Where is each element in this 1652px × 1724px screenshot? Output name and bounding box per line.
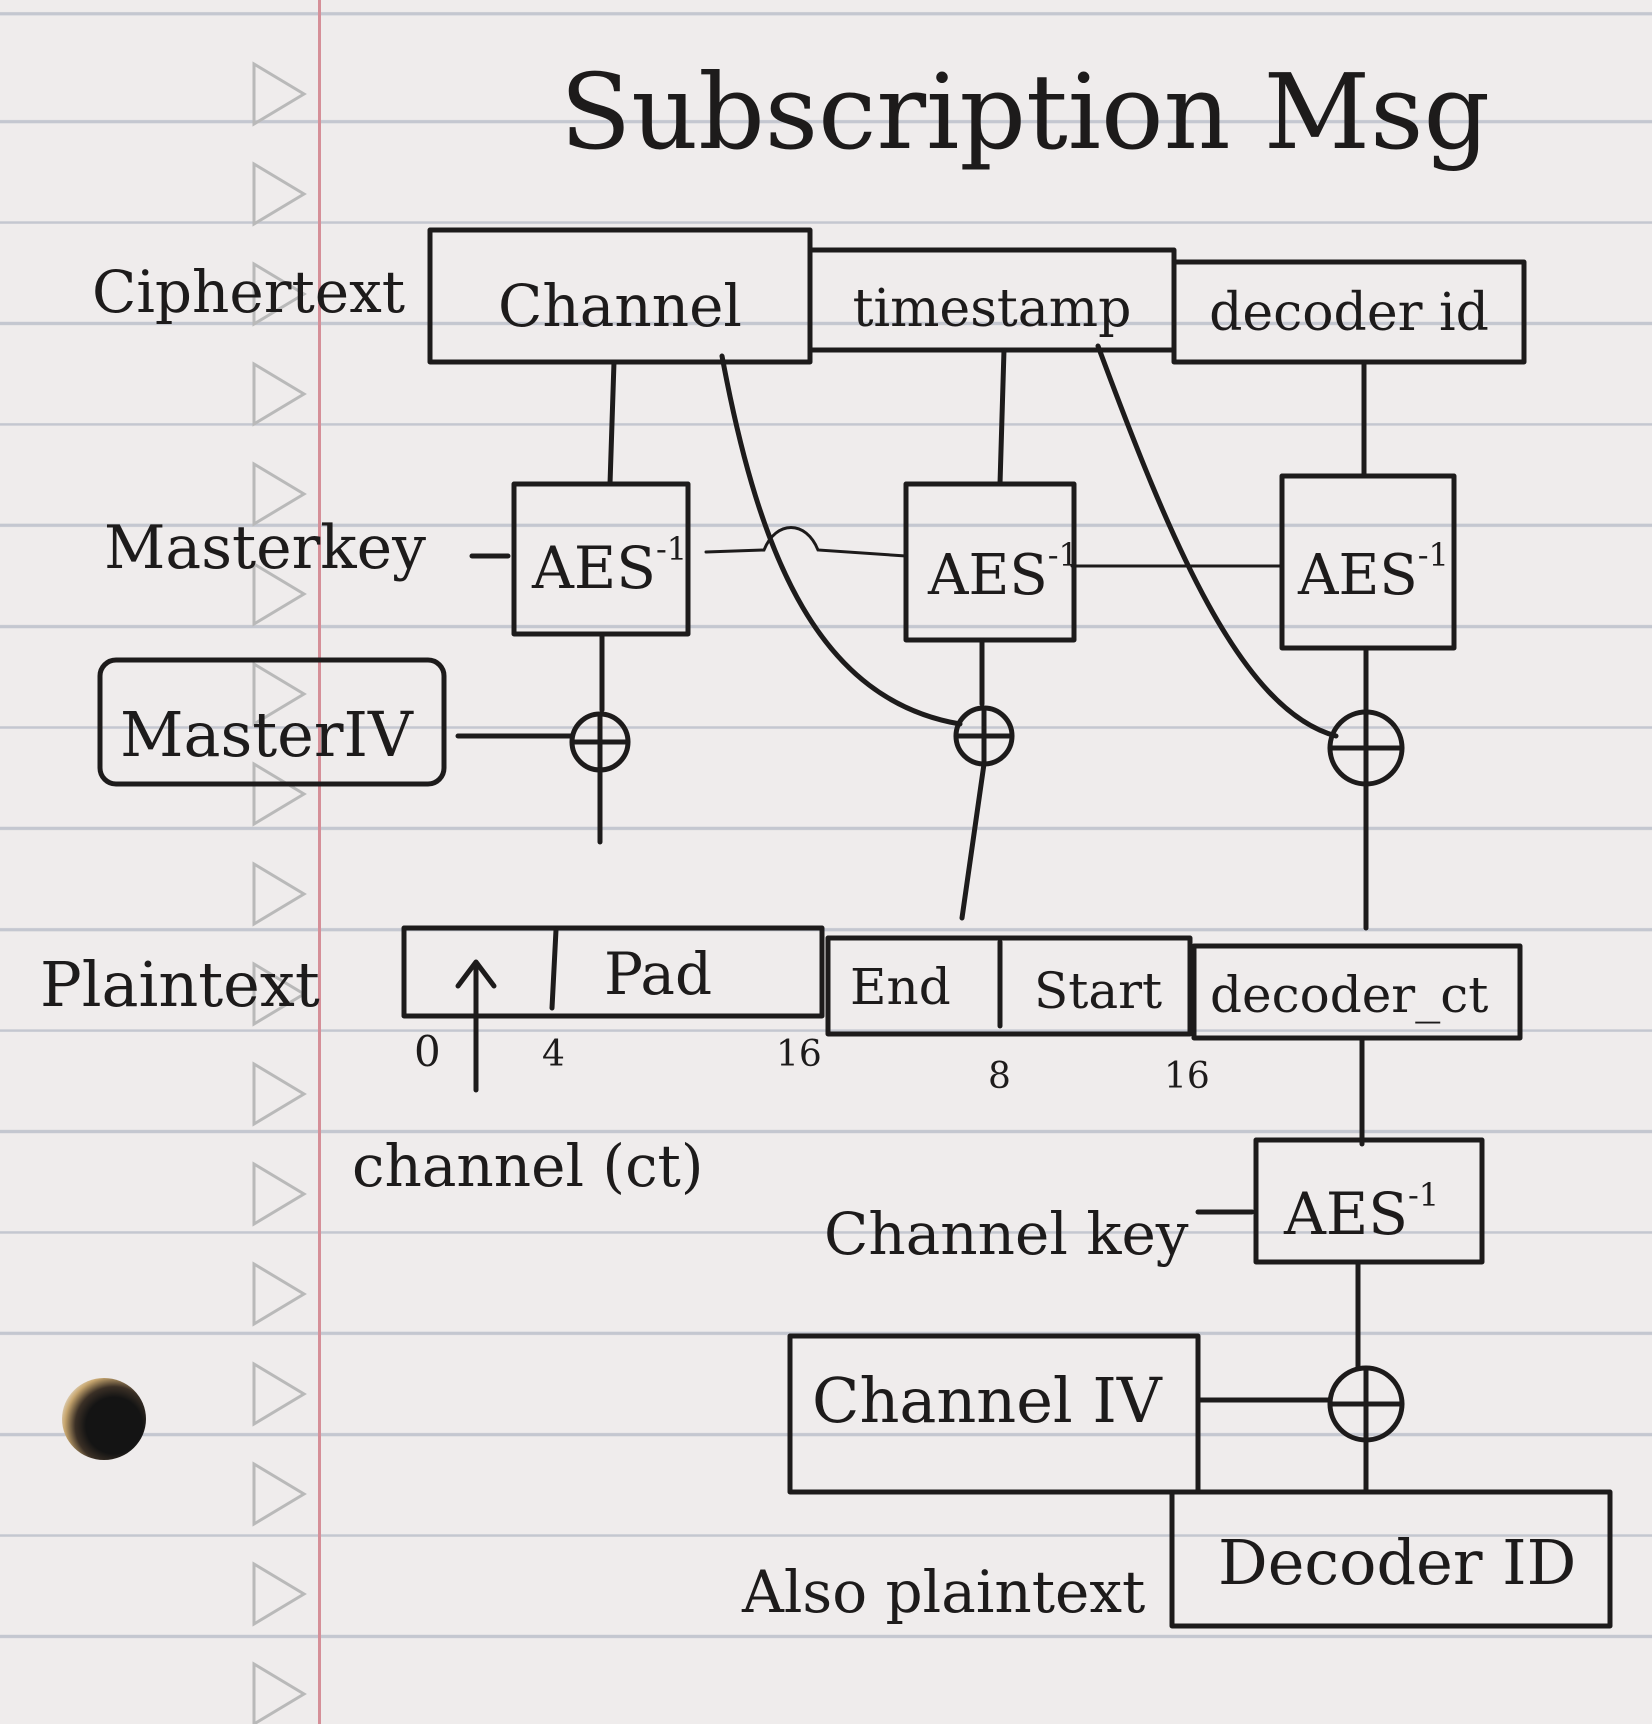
decoder-id-output-text: Decoder ID (1218, 1526, 1576, 1599)
ciphertext-label: Ciphertext (92, 258, 405, 326)
ciphertext-decoder-id-block (1171, 259, 1527, 365)
channel-cipher-note: channel (ct) (352, 1132, 703, 1200)
master-iv-text: MasterIV (120, 698, 414, 771)
channel-iv-text: Channel IV (812, 1364, 1163, 1437)
channel-iv-box (787, 1333, 1201, 1495)
master-key-bus (704, 526, 1282, 568)
xor-3 (1327, 709, 1405, 787)
offset-16-b: 16 (1164, 1056, 1210, 1097)
end-text: End (850, 958, 951, 1016)
plaintext-timestamp-block (825, 935, 1193, 1037)
aes-2-text: AES-1 (927, 536, 1079, 608)
diagram-title: Subscription Msg (560, 51, 1490, 173)
offset-16-a: 16 (776, 1034, 822, 1075)
start-text: Start (1034, 962, 1162, 1020)
ciphertext-decoder-id-text: decoder id (1209, 283, 1489, 343)
binder-hole (62, 1378, 146, 1460)
ciphertext-channel-text: Channel (498, 272, 742, 340)
xor-out-2 (959, 761, 987, 921)
master-key-label: Masterkey (104, 513, 426, 583)
aes-box-4 (1253, 1137, 1485, 1265)
plaintext-pad-block (401, 925, 825, 1019)
feed-2 (997, 347, 1007, 487)
cbc-chain-2 (1095, 343, 1339, 739)
aes-1-text: AES-1 (531, 530, 687, 602)
channel-key-label: Channel key (824, 1200, 1189, 1268)
cbc-chain-1 (719, 353, 963, 727)
ciphertext-timestamp-text: timestamp (853, 279, 1132, 339)
margin-line (318, 0, 321, 1724)
xor-1 (569, 711, 631, 773)
master-iv-box (97, 657, 447, 787)
offset-0: 0 (414, 1027, 441, 1076)
feed-1 (607, 359, 617, 487)
offset-4: 4 (542, 1034, 565, 1075)
decoder-ct-text: decoder_ct (1210, 966, 1488, 1024)
aes-3-text: AES-1 (1297, 536, 1449, 608)
plaintext-row: Pad End Start decoder_ct (401, 925, 1523, 1093)
xor-4 (1327, 1365, 1405, 1443)
channel-arrow-head (455, 959, 497, 989)
xor-2 (953, 705, 1015, 767)
ciphertext-row: Channel timestamp decoder id (427, 227, 1527, 365)
plaintext-label: Plaintext (40, 948, 320, 1021)
plaintext-decoder-ct-block (1191, 943, 1523, 1041)
margin-triangles (252, 61, 307, 1724)
offset-8: 8 (988, 1056, 1011, 1097)
aes-box-2 (903, 481, 1077, 643)
also-plaintext-label: Also plaintext (741, 1558, 1145, 1626)
decoder-id-output-box (1169, 1489, 1613, 1629)
aes-4-text: AES-1 (1283, 1176, 1439, 1248)
pad-text: Pad (604, 940, 712, 1008)
